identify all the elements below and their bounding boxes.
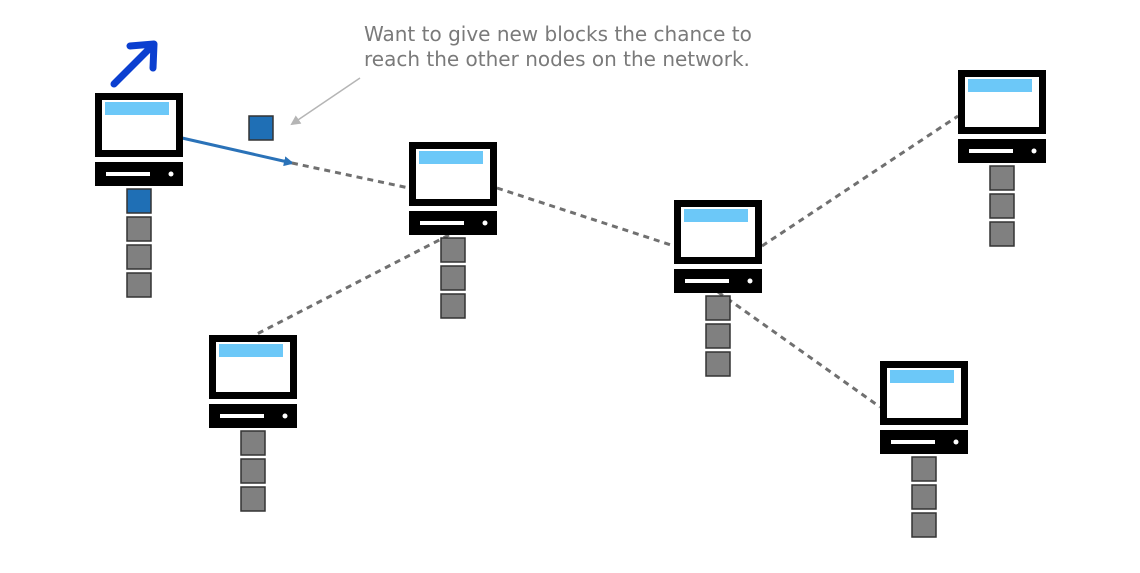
- screen-bar: [219, 344, 283, 357]
- block-chain: [440, 237, 466, 319]
- drive-slot: [420, 221, 464, 225]
- chain-block: [989, 221, 1015, 247]
- annotation-line-2: reach the other nodes on the network.: [364, 47, 750, 71]
- annotation-pointer-arrow: [290, 77, 361, 126]
- power-light: [168, 171, 174, 177]
- chain-block: [911, 512, 937, 538]
- chain-block: [240, 458, 266, 484]
- annotation-line-1: Want to give new blocks the chance to: [364, 22, 752, 46]
- power-light: [747, 278, 753, 284]
- new-block: [126, 188, 152, 214]
- network-node-node-2: [409, 142, 497, 319]
- power-light: [482, 220, 488, 226]
- screen-bar: [684, 209, 748, 222]
- screen-bar: [105, 102, 169, 115]
- chain-block: [705, 295, 731, 321]
- chain-block: [911, 484, 937, 510]
- screen-bar: [968, 79, 1032, 92]
- chain-block: [126, 272, 152, 298]
- annotations-layer: [110, 40, 361, 141]
- annotation-text: Want to give new blocks the chance to re…: [364, 22, 834, 72]
- chain-block: [440, 265, 466, 291]
- block-chain: [989, 165, 1015, 247]
- hand-drawn-arrow-icon: [110, 40, 158, 88]
- network-node-node-5: [958, 70, 1046, 247]
- desktop-computer-icon: [958, 70, 1046, 163]
- chain-block: [240, 430, 266, 456]
- network-node-sender: [95, 93, 183, 298]
- chain-block: [240, 486, 266, 512]
- drive-slot: [891, 440, 935, 444]
- block-chain: [911, 456, 937, 538]
- broadcast-arrow: [181, 136, 294, 167]
- desktop-computer-icon: [674, 200, 762, 293]
- screen-bar: [890, 370, 954, 383]
- desktop-computer-icon: [880, 361, 968, 454]
- connection-line-node-3-node-5: [761, 114, 959, 248]
- chain-block: [440, 293, 466, 319]
- drive-slot: [220, 414, 264, 418]
- desktop-computer-icon: [409, 142, 497, 235]
- connections: [181, 114, 959, 409]
- network-node-node-6: [880, 361, 968, 538]
- new-block-in-transit: [248, 115, 274, 141]
- chain-block: [911, 456, 937, 482]
- block-chain: [705, 295, 731, 377]
- power-light: [953, 439, 959, 445]
- connection-line-node-3-node-6: [717, 290, 881, 409]
- block-chain: [240, 430, 266, 512]
- power-light: [1031, 148, 1037, 154]
- connection-line-node-2-node-3-b: [496, 186, 675, 248]
- drive-slot: [106, 172, 150, 176]
- chain-block: [440, 237, 466, 263]
- chain-block: [126, 216, 152, 242]
- chain-block: [989, 193, 1015, 219]
- desktop-computer-icon: [95, 93, 183, 186]
- network-node-node-3: [674, 200, 762, 377]
- chain-block: [705, 323, 731, 349]
- screen-bar: [419, 151, 483, 164]
- chain-block: [126, 244, 152, 270]
- chain-block: [989, 165, 1015, 191]
- connection-line-node-2-node-4: [254, 233, 450, 337]
- desktop-computer-icon: [209, 335, 297, 428]
- drive-slot: [685, 279, 729, 283]
- network-nodes: [95, 70, 1046, 538]
- chain-block: [705, 351, 731, 377]
- connection-line-node-2-node-3-a: [291, 161, 410, 190]
- network-node-node-4: [209, 335, 297, 512]
- drive-slot: [969, 149, 1013, 153]
- power-light: [282, 413, 288, 419]
- block-chain: [126, 188, 152, 298]
